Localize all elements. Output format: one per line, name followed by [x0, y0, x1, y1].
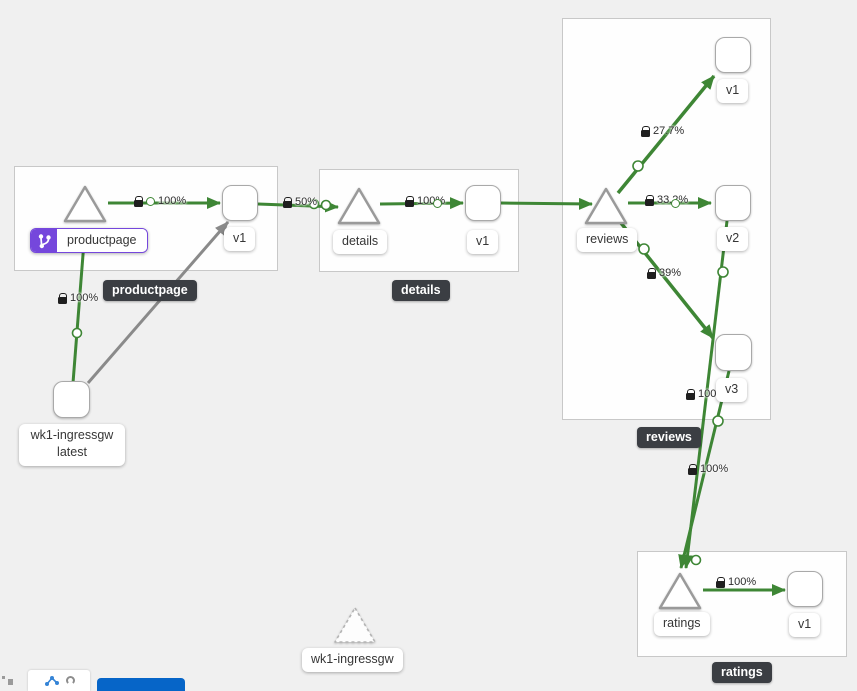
mtls-lock-icon	[716, 576, 726, 588]
edge-waypoint	[71, 327, 83, 339]
mtls-lock-icon	[647, 267, 657, 279]
node-label: productpage	[57, 229, 147, 252]
node-label-line2: latest	[57, 444, 87, 459]
chip-ingress-workload[interactable]: wk1-ingressgw latest	[19, 424, 125, 466]
node-productpage-service[interactable]	[61, 183, 109, 225]
node-label-line1: wk1-ingressgw	[30, 428, 114, 442]
edge-waypoint	[146, 196, 155, 206]
traffic-percentage: 39%	[659, 267, 682, 279]
chip-reviews-v2[interactable]: v2	[717, 227, 749, 251]
node-reviews-v3[interactable]	[715, 334, 752, 371]
edge-label-ingress-productpage[interactable]: 100%	[58, 292, 98, 304]
node-details-v1[interactable]	[465, 185, 501, 221]
chip-productpage-service-selected[interactable]: productpage	[30, 228, 148, 253]
node-ingress-workload[interactable]	[53, 381, 90, 418]
graph-nodes-icon	[44, 675, 59, 686]
node-label: v1	[233, 231, 247, 245]
edge-label-reviews-v3[interactable]: 39%	[647, 267, 681, 279]
edge-label-productpage-v1[interactable]: 100%	[134, 195, 186, 207]
code-branch-icon	[31, 229, 57, 252]
node-label: details	[342, 234, 379, 248]
chip-ingress-service[interactable]: wk1-ingressgw	[302, 648, 403, 672]
node-reviews-v1[interactable]	[715, 37, 751, 73]
chip-reviews-service[interactable]: reviews	[577, 228, 638, 252]
edge-label-ratings-v1[interactable]: 100%	[716, 576, 756, 588]
node-ratings-v1[interactable]	[787, 571, 823, 607]
mtls-lock-icon	[134, 195, 144, 207]
traffic-percentage: 50%	[295, 196, 318, 208]
node-label: v1	[476, 234, 490, 248]
traffic-percentage: 100%	[728, 576, 757, 588]
chip-ratings-v1[interactable]: v1	[789, 613, 821, 637]
chip-ratings-service[interactable]: ratings	[654, 612, 710, 636]
edge-waypoint	[671, 199, 680, 208]
node-productpage-v1[interactable]	[222, 185, 258, 221]
node-reviews-v2[interactable]	[715, 185, 751, 221]
chip-details-service[interactable]: details	[333, 230, 388, 254]
traffic-percentage: 27.7%	[653, 125, 685, 137]
chip-productpage-v1[interactable]: v1	[224, 227, 256, 251]
mtls-lock-icon	[645, 194, 655, 206]
chip-details-v1[interactable]: v1	[467, 230, 499, 254]
node-label: v2	[726, 231, 740, 245]
cropped-ui-fragment	[8, 679, 13, 685]
chip-reviews-v1[interactable]: v1	[717, 79, 749, 103]
chip-reviews-v3[interactable]: v3	[716, 378, 748, 402]
node-label: v3	[725, 382, 739, 396]
graph-toolbar-button[interactable]	[28, 670, 90, 691]
mtls-lock-icon	[283, 196, 293, 208]
edge-label-reviews-v3-ratings[interactable]: 100%	[688, 463, 728, 475]
traffic-percentage: 100%	[158, 195, 187, 207]
tooltip-productpage: productpage	[103, 280, 197, 301]
mtls-lock-icon	[688, 463, 698, 475]
edge-label-reviews-v1[interactable]: 27.7%	[641, 125, 684, 137]
tooltip-ratings: ratings	[712, 662, 772, 683]
node-label: v1	[798, 617, 812, 631]
mtls-lock-icon	[641, 125, 651, 137]
cropped-ui-fragment	[2, 676, 5, 679]
edge-label-reviews-v2[interactable]: 33.2%	[645, 194, 688, 206]
node-label: v1	[726, 83, 740, 97]
node-reviews-service[interactable]	[582, 185, 630, 227]
tooltip-reviews: reviews	[637, 427, 701, 448]
node-details-service[interactable]	[335, 185, 383, 227]
edge-waypoint	[433, 199, 442, 208]
node-label: wk1-ingressgw	[311, 652, 394, 666]
traffic-percentage: 100%	[700, 463, 729, 475]
loop-icon	[65, 676, 75, 685]
legend-button[interactable]	[97, 678, 185, 691]
node-label: reviews	[586, 232, 629, 246]
node-label: ratings	[663, 616, 701, 630]
node-ratings-service[interactable]	[656, 570, 704, 612]
mtls-lock-icon	[58, 292, 68, 304]
edge-label-productpage-details[interactable]: 50%	[283, 196, 317, 208]
mtls-lock-icon	[405, 195, 415, 207]
mtls-lock-icon	[686, 388, 696, 400]
traffic-percentage: 100%	[70, 292, 99, 304]
tooltip-details: details	[392, 280, 450, 301]
node-ingress-service-idle[interactable]	[331, 604, 379, 646]
